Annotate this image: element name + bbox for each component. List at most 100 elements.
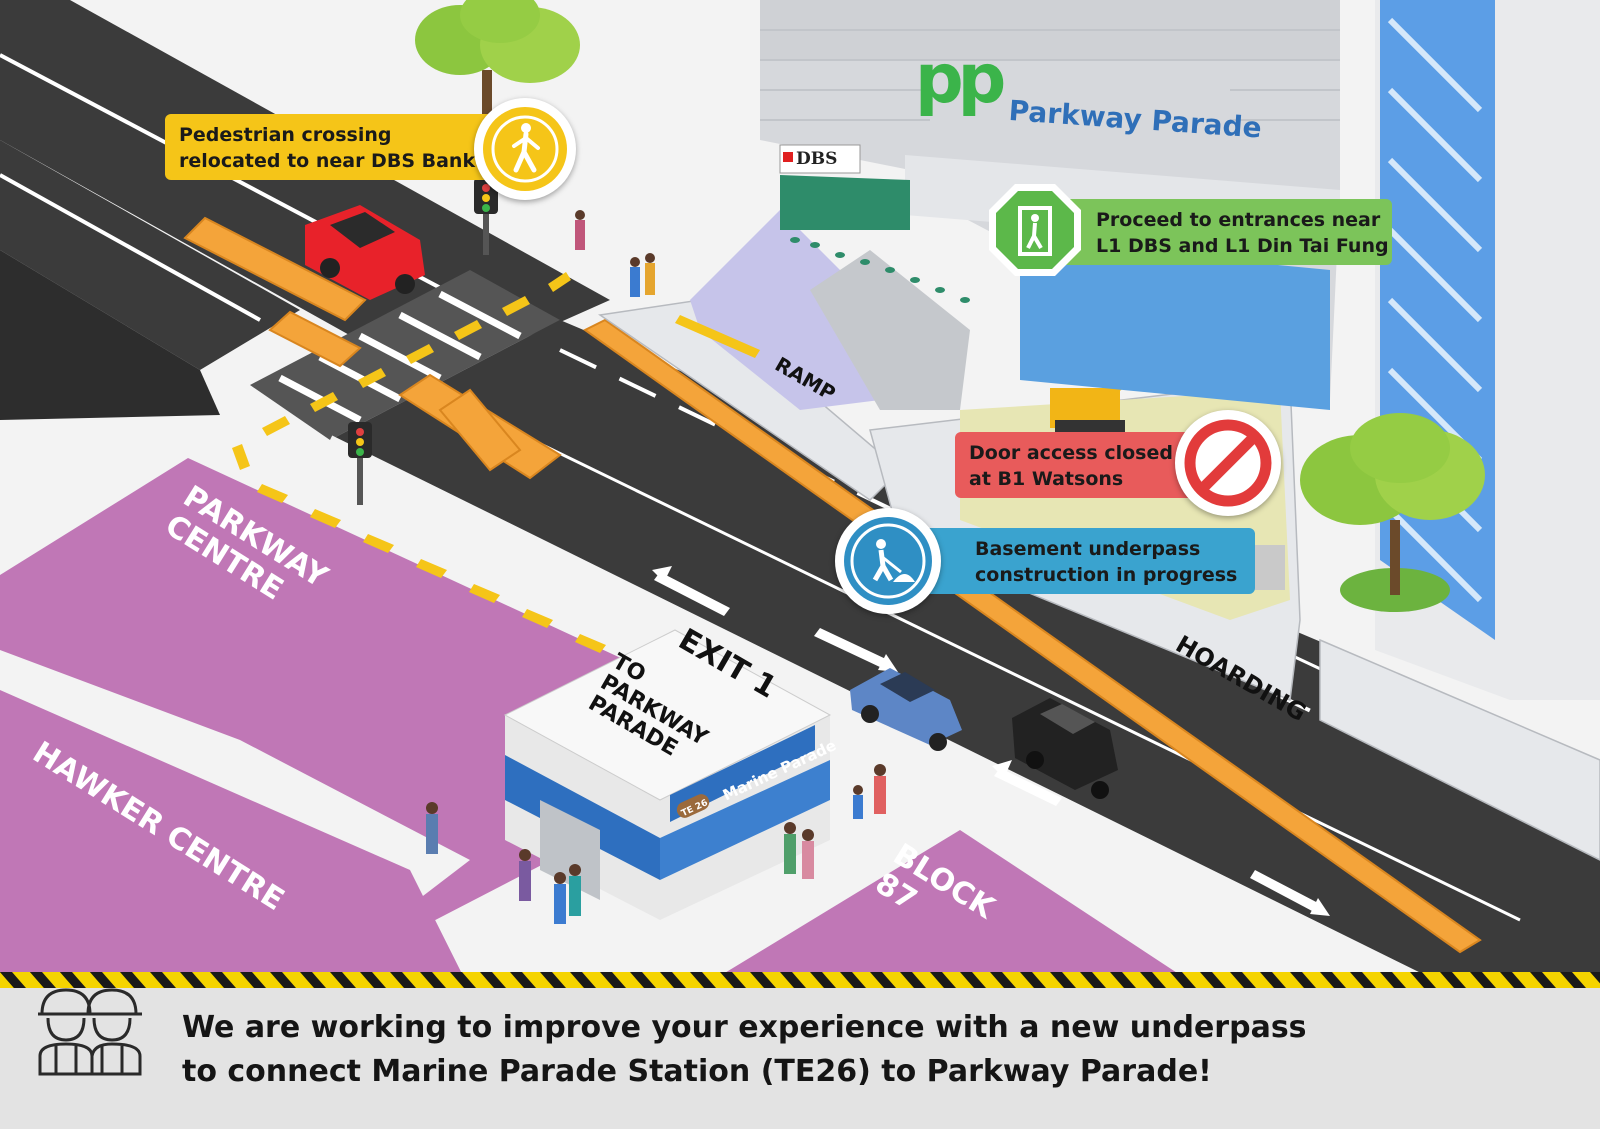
callout-crossing-line2: relocated to near DBS Bank [179,150,476,172]
hawker-centre-plot-top [0,690,470,990]
caution-stripe [900,972,926,988]
caution-stripe [510,972,536,988]
caution-stripe [540,972,566,988]
dbs-entrance [780,175,910,230]
lane-line [0,173,261,322]
caution-stripe [780,972,806,988]
caution-stripe [630,972,656,988]
footer-message: We are working to improve your experienc… [182,1006,1307,1094]
caution-stripe [270,972,296,988]
caution-stripe [1470,972,1496,988]
caution-stripe [720,972,746,988]
stairs [690,210,880,410]
caution-stripe [1230,972,1256,988]
route-arrows [232,272,606,653]
caution-stripe [1380,972,1406,988]
walk-through-door-icon [985,180,1085,280]
caution-stripe [570,972,596,988]
lane-line [0,53,521,332]
worker-digging-icon-glyph [844,517,932,605]
footer-banner [0,988,1600,1129]
caution-stripe [1080,972,1106,988]
pedestrians [426,210,886,924]
caution-stripe [660,972,686,988]
barriers [183,216,1482,954]
caution-stripe [300,972,326,988]
caution-stripe [1140,972,1166,988]
walk-through-door-icon-glyph [989,184,1081,276]
caution-stripe [1170,972,1196,988]
callout-door-line2: at B1 Watsons [969,468,1124,490]
caution-stripe [360,972,386,988]
caution-stripe [1200,972,1226,988]
caution-stripe [60,972,86,988]
callout-pedestrian-crossing: Pedestrian crossing relocated to near DB… [165,114,500,180]
caution-stripe [870,972,896,988]
road-corner [0,250,220,420]
caution-stripe [1290,972,1316,988]
caution-stripe [1530,972,1556,988]
ramp-structure [810,250,970,410]
dbs-sign-board [779,144,861,174]
caution-stripe [1410,972,1436,988]
tree-right [1300,413,1485,612]
caution-stripe [1020,972,1046,988]
tree-top [415,0,580,115]
callout-crossing-line1: Pedestrian crossing [179,124,392,146]
callout-underpass: Basement underpass construction in progr… [915,528,1255,594]
caution-stripe [420,972,446,988]
caution-stripe [1590,972,1600,984]
caution-stripe [1350,972,1376,988]
caution-stripe [990,972,1016,988]
caution-stripe [600,972,626,988]
caution-stripe [810,972,836,988]
caution-stripe [240,972,266,988]
caution-stripe [960,972,986,988]
caution-stripe [180,972,206,988]
car-blue [850,668,962,751]
construction-workers-icon-glyph [38,988,142,1076]
construction-workers-icon [36,982,146,1078]
no-entry-icon-glyph [1184,419,1272,507]
caution-stripe [1560,972,1586,988]
footprints [790,237,970,303]
caution-stripe [90,972,116,988]
caution-stripe [930,972,956,988]
caution-stripe [450,972,476,988]
caution-stripe [1110,972,1136,988]
caution-stripe [1500,972,1526,988]
mall-logo-mark: pp [915,40,1006,119]
caution-stripe [30,972,56,988]
dbs-logo-icon [783,152,793,162]
caution-stripe [210,972,236,988]
caution-stripe [390,972,416,988]
road-arrows [652,566,1330,916]
footer-message-line1: We are working to improve your experienc… [182,1010,1307,1045]
caution-stripe [840,972,866,988]
callout-entrances: Proceed to entrances near L1 DBS and L1 … [1040,199,1392,265]
dbs-sign: DBS [796,149,838,169]
caution-stripe [690,972,716,988]
pedestrian-walking-icon-glyph [483,107,567,191]
callout-entrances-line2: L1 DBS and L1 Din Tai Fung [1096,235,1389,257]
car-black [1012,698,1118,799]
caution-stripe [480,972,506,988]
caution-stripe [150,972,176,988]
worker-digging-icon [835,508,941,614]
caution-stripe [0,972,26,988]
caution-stripe [120,972,146,988]
lane-line [449,398,1521,922]
callout-underpass-line2: construction in progress [975,564,1238,586]
tactile-strip [675,315,760,358]
caution-stripe [750,972,776,988]
mall-glass-front [1020,240,1330,410]
mall-facade-lines [760,29,1340,121]
caution-stripe [330,972,356,988]
footer-message-line2: to connect Marine Parade Station (TE26) … [182,1054,1212,1089]
callout-underpass-line1: Basement underpass [975,538,1201,560]
callout-entrances-line1: Proceed to entrances near [1096,209,1381,231]
no-entry-icon [1175,410,1281,516]
station-exit-building [503,629,832,920]
